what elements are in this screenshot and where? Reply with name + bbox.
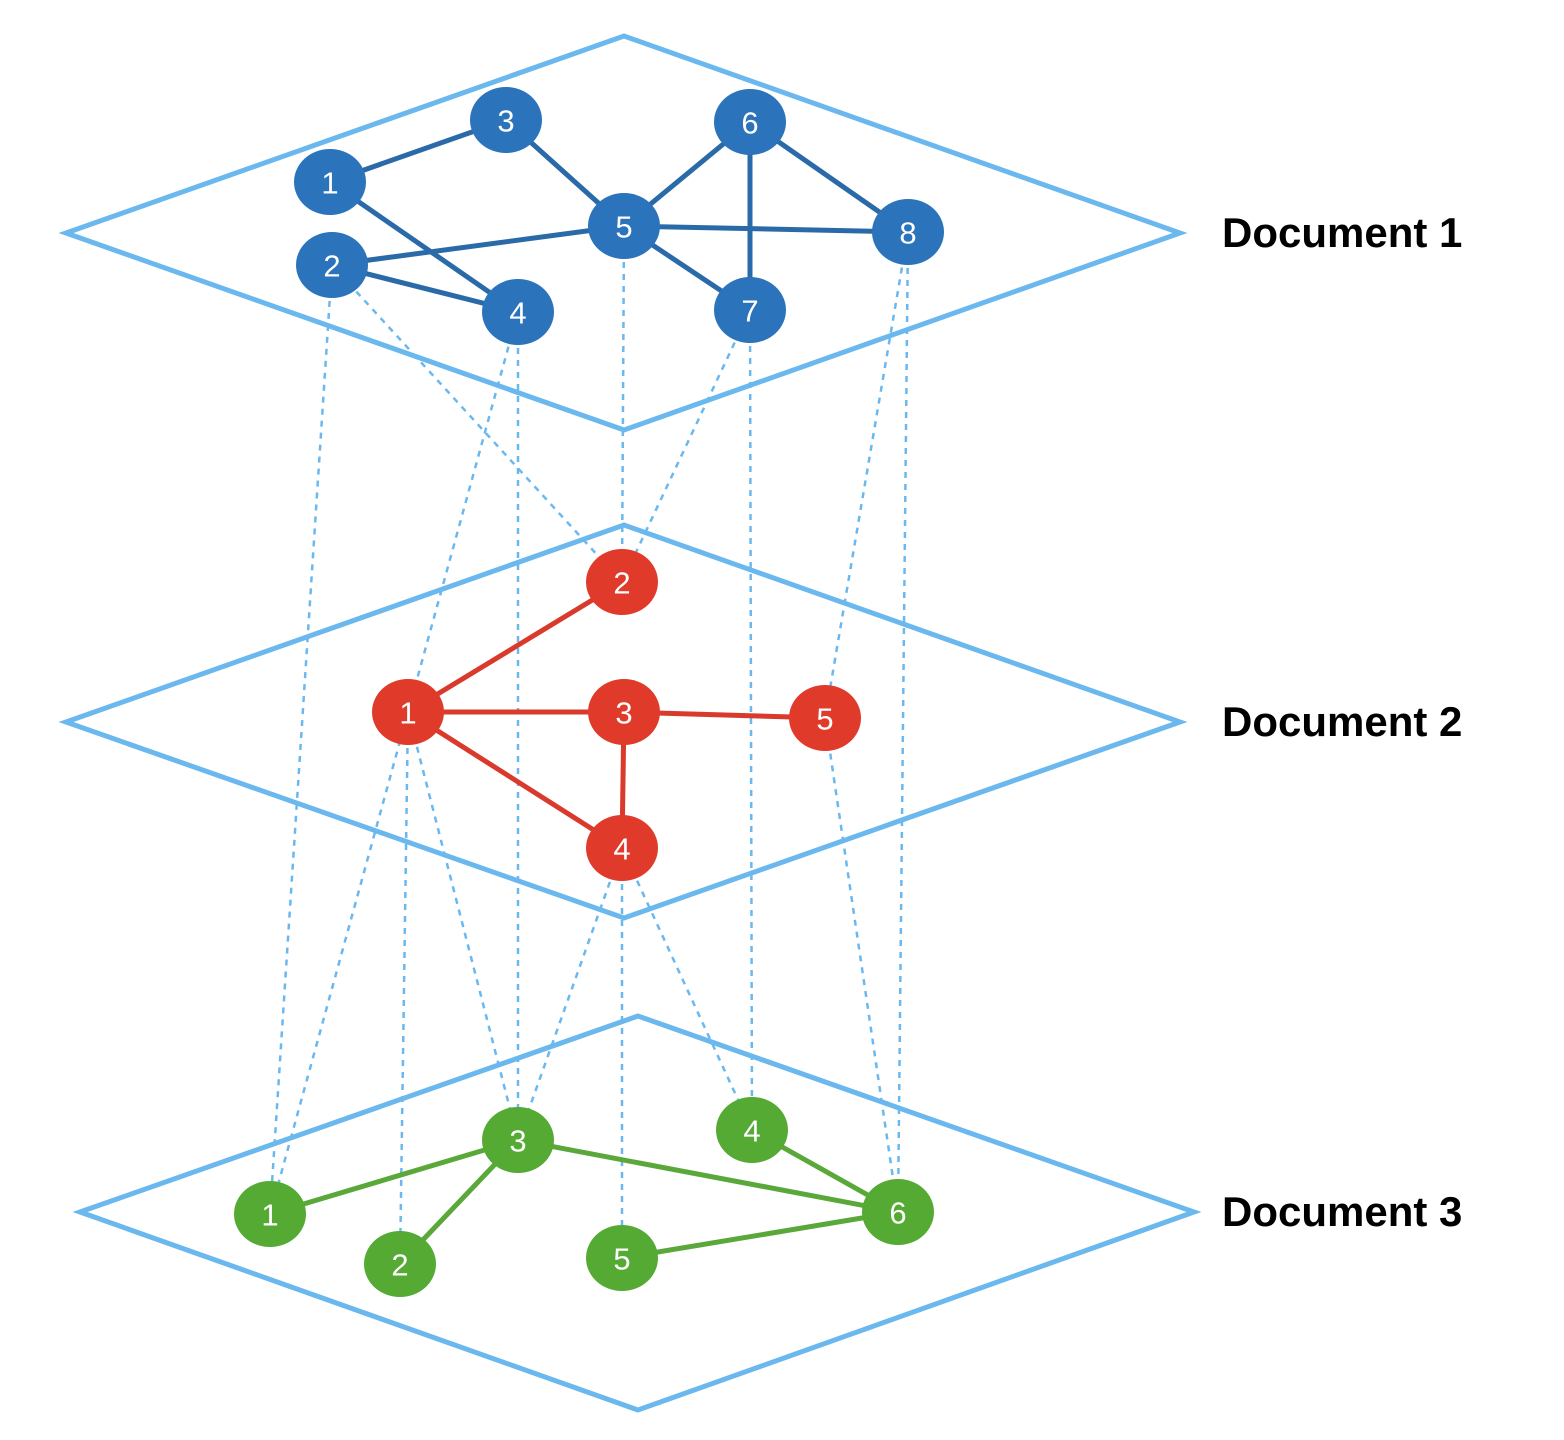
doc3-edge-1-3 — [267, 1137, 521, 1217]
doc2-node-3-circle — [588, 679, 660, 745]
doc3-node-3-label: 3 — [509, 1124, 526, 1159]
doc1-edge-1-4 — [327, 179, 521, 315]
doc2-node-1: 1 — [372, 679, 444, 745]
cross-link-doc2-1-doc3-3 — [406, 711, 520, 1141]
document-3-plane — [72, 1013, 1202, 1413]
document-1-plane — [58, 33, 1188, 433]
doc2-node-2-circle — [586, 549, 658, 615]
doc3-node-2: 2 — [364, 1231, 436, 1297]
doc3-node-5-circle — [586, 1225, 658, 1291]
doc1-node-3-circle — [470, 87, 542, 153]
doc2-node-4-label: 4 — [613, 832, 630, 867]
doc3-node-5-label: 5 — [613, 1242, 630, 1277]
doc3-edge-3-6 — [515, 1137, 901, 1215]
doc1-node-7-circle — [714, 277, 786, 343]
doc2-node-3-label: 3 — [615, 696, 632, 731]
cross-link-doc2-5-doc3-6 — [823, 717, 900, 1213]
doc2-edge-1-2 — [405, 579, 625, 715]
doc2-node-4-circle — [586, 815, 658, 881]
doc1-node-1: 1 — [294, 149, 366, 215]
cross-link-doc1-8-doc3-6 — [896, 231, 910, 1213]
doc1-node-8-label: 8 — [899, 216, 916, 251]
doc1-node-8: 8 — [872, 199, 944, 265]
doc1-node-3: 3 — [470, 87, 542, 153]
document-3-label: Document 3 — [1222, 1188, 1462, 1235]
cross-link-doc2-4-doc3-3 — [516, 847, 624, 1141]
doc3-node-2-circle — [364, 1231, 436, 1297]
doc1-edge-2-5 — [329, 223, 627, 268]
doc1-node-3-label: 3 — [497, 104, 514, 139]
doc2-node-3: 3 — [588, 679, 660, 745]
doc1-node-4: 4 — [482, 279, 554, 345]
doc3-node-5: 5 — [586, 1225, 658, 1291]
cross-link-doc2-1-doc3-2 — [398, 711, 410, 1265]
doc2-node-2-label: 2 — [613, 566, 630, 601]
doc1-node-6-circle — [714, 89, 786, 155]
doc1-node-1-circle — [294, 149, 366, 215]
doc3-node-1-label: 1 — [261, 1198, 278, 1233]
doc3-node-4-label: 4 — [743, 1114, 760, 1149]
cross-link-doc1-7-doc3-4 — [748, 309, 754, 1131]
doc3-node-1: 1 — [234, 1181, 306, 1247]
cross-link-doc1-2-doc2-2 — [331, 264, 623, 583]
doc2-node-1-label: 1 — [399, 696, 416, 731]
doc3-node-1-circle — [234, 1181, 306, 1247]
doc3-node-4: 4 — [716, 1097, 788, 1163]
doc1-node-5: 5 — [588, 193, 660, 259]
doc2-node-2: 2 — [586, 549, 658, 615]
cross-link-doc1-7-doc2-2 — [620, 309, 752, 583]
doc1-node-2-circle — [296, 232, 368, 298]
doc1-node-5-label: 5 — [615, 210, 632, 245]
doc2-node-5: 5 — [789, 685, 861, 751]
cross-link-doc1-2-doc3-1 — [268, 264, 334, 1215]
document-2-label: Document 2 — [1222, 698, 1462, 745]
doc2-node-5-circle — [789, 685, 861, 751]
doc1-node-7-label: 7 — [741, 294, 758, 329]
doc3-node-4-circle — [716, 1097, 788, 1163]
doc1-node-5-circle — [588, 193, 660, 259]
cross-link-doc1-4-doc3-1 — [268, 311, 520, 1215]
doc2-node-5-label: 5 — [816, 702, 833, 737]
doc1-node-2: 2 — [296, 232, 368, 298]
doc1-node-7: 7 — [714, 277, 786, 343]
doc2-edge-1-4 — [405, 709, 625, 851]
doc3-edge-5-6 — [619, 1209, 901, 1261]
doc1-node-1-label: 1 — [321, 166, 338, 201]
cross-link-doc2-4-doc3-4 — [620, 847, 754, 1131]
doc1-node-2-label: 2 — [323, 249, 340, 284]
doc1-node-6-label: 6 — [741, 106, 758, 141]
doc2-node-4: 4 — [586, 815, 658, 881]
cross-link-doc1-5-doc2-2 — [620, 225, 626, 583]
doc3-node-6-label: 6 — [889, 1196, 906, 1231]
document-1-label: Document 1 — [1222, 209, 1462, 256]
doc1-node-6: 6 — [714, 89, 786, 155]
doc3-node-3-circle — [482, 1107, 554, 1173]
doc3-node-6: 6 — [862, 1179, 934, 1245]
document-2-plane — [58, 522, 1188, 921]
doc1-node-4-circle — [482, 279, 554, 345]
doc1-node-4-label: 4 — [509, 296, 526, 331]
doc1-node-8-circle — [872, 199, 944, 265]
doc2-node-1-circle — [372, 679, 444, 745]
doc3-node-6-circle — [862, 1179, 934, 1245]
doc3-node-2-label: 2 — [391, 1248, 408, 1283]
doc3-node-3: 3 — [482, 1107, 554, 1173]
cross-link-doc1-8-doc2-5 — [823, 231, 910, 719]
doc1-edge-5-8 — [621, 223, 911, 235]
